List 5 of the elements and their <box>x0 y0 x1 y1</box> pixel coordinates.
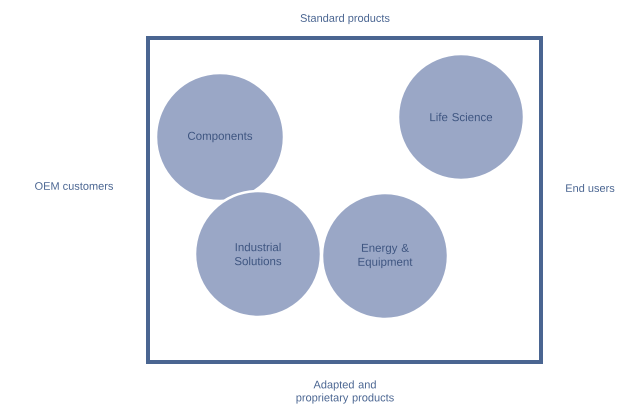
frame <box>146 36 543 364</box>
axis-label: Adapted and proprietary products <box>296 380 394 404</box>
axis-label: Standard products <box>300 14 390 24</box>
axis-label: End users <box>566 184 614 192</box>
axis-label: OEM customers <box>35 182 113 190</box>
